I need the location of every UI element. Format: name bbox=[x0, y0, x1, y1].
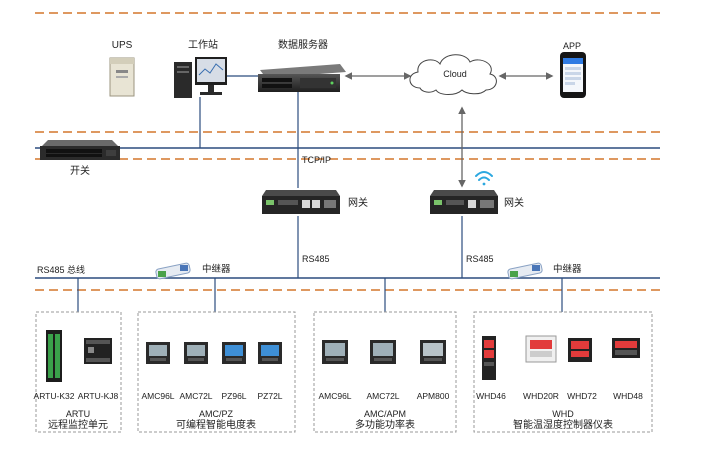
server-icon bbox=[258, 64, 346, 92]
repeater-left-label: 中继器 bbox=[202, 264, 231, 275]
panel-meter-icon bbox=[322, 340, 348, 364]
repeater-right-icon bbox=[507, 262, 543, 280]
controller-icon bbox=[525, 335, 557, 363]
group-title: 远程监控单元 bbox=[48, 420, 108, 431]
group-title: 可编程智能电度表 bbox=[176, 420, 256, 431]
gateway-left-icon bbox=[262, 190, 340, 214]
device-label: AMC96L bbox=[141, 391, 175, 401]
device-label: PZ96L bbox=[221, 391, 247, 401]
group-code: AMC/PZ bbox=[198, 409, 234, 419]
device-label: AMC72L bbox=[366, 391, 400, 401]
panel-meter-icon bbox=[420, 340, 446, 364]
controller-icon bbox=[482, 336, 496, 380]
repeater-left-icon bbox=[155, 262, 191, 280]
group-box-amcapm bbox=[313, 311, 457, 433]
device-label: APM800 bbox=[416, 391, 450, 401]
workstation-icon bbox=[174, 57, 227, 98]
group-box-artu bbox=[35, 311, 122, 433]
gateway-left-label: 网关 bbox=[348, 198, 368, 209]
workstation-label: 工作站 bbox=[188, 40, 218, 51]
device-label: WHD72 bbox=[567, 391, 597, 401]
group-box-whd bbox=[473, 311, 653, 433]
group-title: 智能温湿度控制器仪表 bbox=[513, 420, 613, 431]
switch-label: 开关 bbox=[70, 166, 90, 177]
rtu-rail-icon bbox=[46, 330, 62, 382]
panel-meter-icon bbox=[184, 342, 208, 364]
tcpip-label: TCP/IP bbox=[302, 155, 332, 165]
controller-icon bbox=[612, 338, 640, 358]
repeater-right-label: 中继器 bbox=[553, 264, 582, 275]
panel-meter-icon bbox=[370, 340, 396, 364]
device-label: ARTU-KJ8 bbox=[77, 391, 119, 401]
cloud-label: Cloud bbox=[443, 69, 467, 79]
group-title: 多功能功率表 bbox=[355, 420, 415, 431]
gateway-right-label: 网关 bbox=[504, 198, 524, 209]
phone-app-icon bbox=[560, 52, 586, 98]
device-label: ARTU-K32 bbox=[33, 391, 75, 401]
device-label: WHD46 bbox=[476, 391, 506, 401]
device-label: PZ72L bbox=[257, 391, 283, 401]
group-code: ARTU bbox=[65, 409, 91, 419]
rs485-left-label: RS485 bbox=[302, 254, 330, 264]
device-label: WHD48 bbox=[613, 391, 643, 401]
device-label: WHD20R bbox=[523, 391, 559, 401]
panel-meter-icon bbox=[146, 342, 170, 364]
network-switch-icon bbox=[40, 140, 120, 160]
rs485-right-label: RS485 bbox=[466, 254, 494, 264]
app-label: APP bbox=[562, 41, 582, 51]
group-code: WHD bbox=[552, 409, 574, 419]
controller-icon bbox=[568, 338, 592, 362]
rs485-bus-label: RS485 总线 bbox=[37, 265, 86, 275]
device-label: AMC96L bbox=[318, 391, 352, 401]
wifi-icon bbox=[475, 171, 493, 186]
group-box-amcpz bbox=[137, 311, 296, 433]
ups-icon bbox=[109, 57, 135, 97]
gateway-right-icon bbox=[430, 190, 498, 214]
device-label: AMC72L bbox=[179, 391, 213, 401]
panel-meter-icon bbox=[222, 342, 246, 364]
server-label: 数据服务器 bbox=[278, 40, 328, 51]
panel-meter-icon bbox=[258, 342, 282, 364]
rtu-module-icon bbox=[84, 338, 112, 364]
ups-label: UPS bbox=[111, 40, 133, 51]
cloud-icon bbox=[409, 54, 497, 95]
group-code: AMC/APM bbox=[363, 409, 407, 419]
